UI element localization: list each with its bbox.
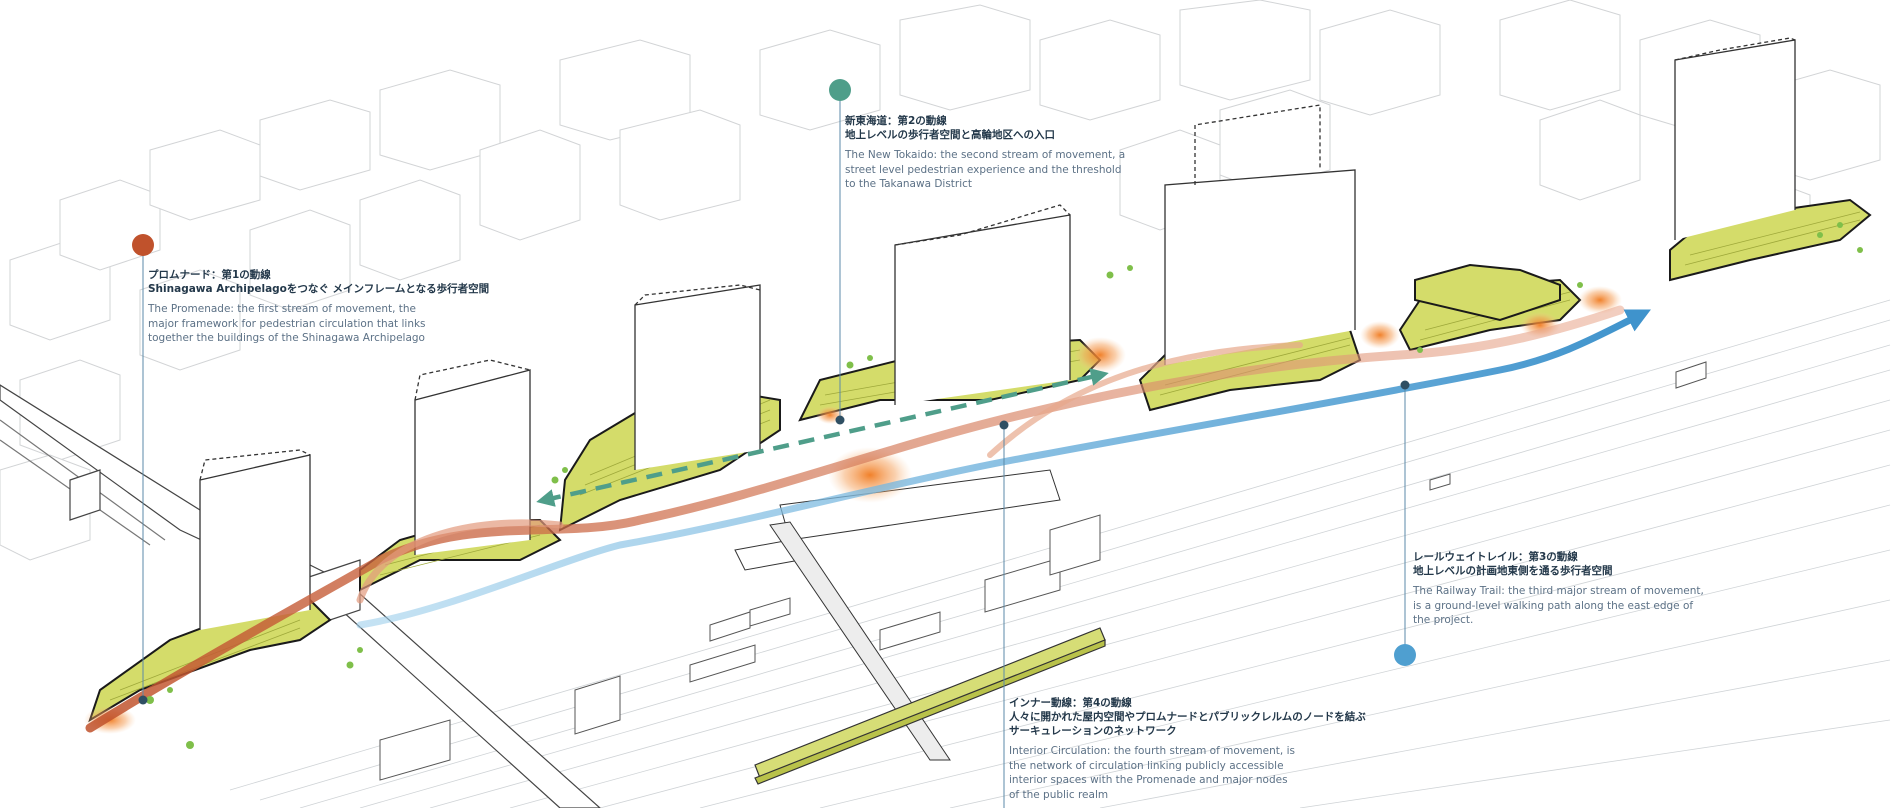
callout-railway-trail: レールウェイトレイル：第3の動線 地上レベルの計画地東側を通る歩行者空間 The… bbox=[1413, 550, 1704, 628]
towers bbox=[199, 37, 1796, 630]
leader-lines bbox=[142, 90, 1406, 808]
callout-promenade-jp-line: Shinagawa Archipelagoをつなぐ メインフレームとなる歩行者空… bbox=[148, 283, 490, 295]
callout-railway-jp-line: レールウェイトレイル：第3の動線 bbox=[1413, 551, 1578, 563]
tokaido-stream bbox=[536, 368, 1109, 507]
callout-promenade-jp-line: プロムナード：第1の動線 bbox=[148, 269, 271, 281]
trees bbox=[146, 222, 1863, 749]
callout-tokaido-en-line: street level pedestrian experience and t… bbox=[845, 163, 1122, 176]
rail-cars bbox=[379, 361, 1707, 781]
callout-interior-jp-line: 人々に開かれた屋内空間やプロムナードとパブリックレルムのノードを結ぶ bbox=[1009, 711, 1366, 723]
promenade-marker bbox=[132, 234, 154, 256]
railway-trail-marker bbox=[1394, 644, 1416, 666]
tokaido-marker bbox=[829, 79, 851, 101]
callout-tokaido-body: The New Tokaido: the second stream of mo… bbox=[845, 148, 1125, 192]
callout-railway-en-line: The Railway Trail: the third major strea… bbox=[1413, 585, 1704, 597]
callout-interior-jp-line: サーキュレーションのネットワーク bbox=[1009, 725, 1177, 737]
callout-interior-title: インナー動線：第4の動線 人々に開かれた屋内空間やプロムナードとパブリックレルム… bbox=[1009, 696, 1366, 738]
callout-tokaido-en-line: The New Tokaido: the second stream of mo… bbox=[845, 149, 1126, 161]
callout-promenade-en-line: major framework for pedestrian circulati… bbox=[148, 317, 426, 330]
callout-railway-en-line: the project. bbox=[1413, 614, 1474, 626]
callout-tokaido-en-line: to the Takanawa District bbox=[845, 178, 973, 190]
callout-promenade-body: The Promenade: the first stream of movem… bbox=[148, 302, 489, 346]
park-deck bbox=[754, 627, 1106, 785]
callout-railway-jp-line: 地上レベルの計画地東側を通る歩行者空間 bbox=[1413, 565, 1613, 577]
callout-railway-body: The Railway Trail: the third major strea… bbox=[1413, 584, 1704, 628]
callout-promenade-en-line: together the buildings of the Shinagawa … bbox=[148, 332, 425, 344]
callout-railway-title: レールウェイトレイル：第3の動線 地上レベルの計画地東側を通る歩行者空間 bbox=[1413, 550, 1704, 578]
callout-railway-en-line: is a ground-level walking path along the… bbox=[1413, 599, 1694, 612]
callout-promenade-en-line: The Promenade: the first stream of movem… bbox=[148, 303, 417, 315]
context-city bbox=[0, 0, 1881, 561]
callout-interior-en-line: of the public realm bbox=[1009, 788, 1109, 801]
callout-interior-body: Interior Circulation: the fourth stream … bbox=[1009, 744, 1366, 802]
callout-interior-en-line: interior spaces with the Promenade and m… bbox=[1009, 774, 1288, 786]
callout-new-tokaido: 新東海道：第2の動線 地上レベルの歩行者空間と高輪地区への入口 The New … bbox=[845, 114, 1125, 192]
callout-tokaido-jp-line: 新東海道：第2の動線 bbox=[845, 115, 947, 127]
callout-interior-en-line: Interior Circulation: the fourth stream … bbox=[1009, 745, 1295, 757]
callout-tokaido-jp-line: 地上レベルの歩行者空間と高輪地区への入口 bbox=[845, 129, 1055, 141]
callout-promenade: プロムナード：第1の動線 Shinagawa Archipelagoをつなぐ メ… bbox=[148, 268, 489, 346]
callout-tokaido-title: 新東海道：第2の動線 地上レベルの歩行者空間と高輪地区への入口 bbox=[845, 114, 1125, 142]
callout-interior-circulation: インナー動線：第4の動線 人々に開かれた屋内空間やプロムナードとパブリックレルム… bbox=[1009, 696, 1366, 802]
callout-interior-en-line: the network of circulation linking publi… bbox=[1009, 759, 1284, 772]
leader-dots bbox=[138, 380, 1410, 705]
callout-markers bbox=[132, 79, 1416, 666]
callout-promenade-title: プロムナード：第1の動線 Shinagawa Archipelagoをつなぐ メ… bbox=[148, 268, 489, 296]
callout-interior-jp-line: インナー動線：第4の動線 bbox=[1009, 697, 1132, 709]
